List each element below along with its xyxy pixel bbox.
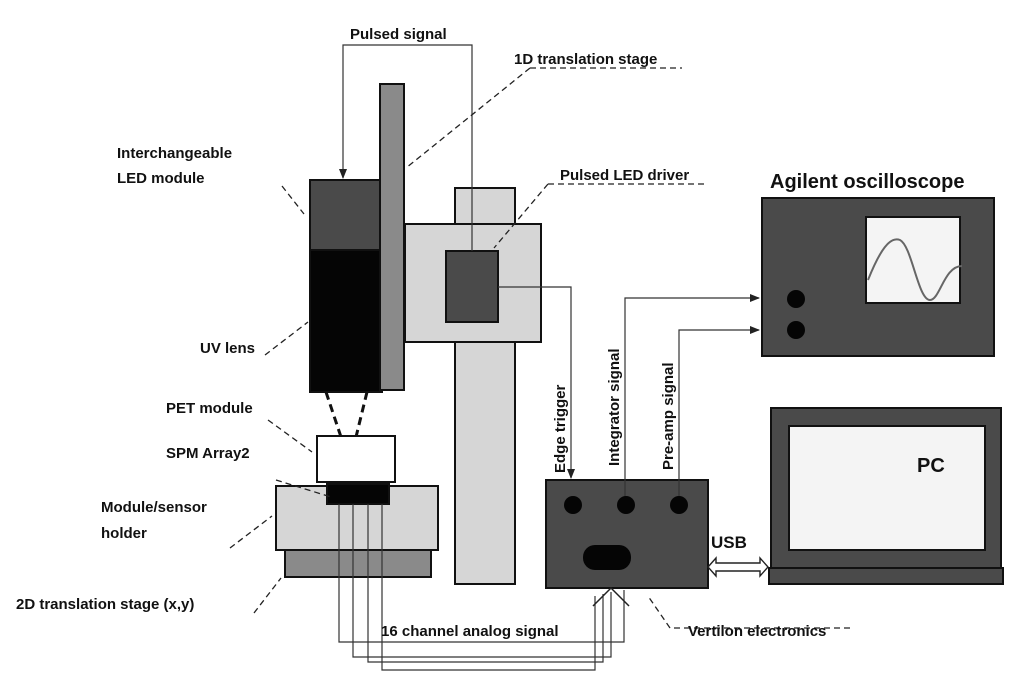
leader-pet-module xyxy=(267,419,313,453)
translation-stage-2d xyxy=(284,549,432,578)
integrator-signal-wire xyxy=(624,294,760,496)
leader-holder xyxy=(229,515,273,549)
pc-screen xyxy=(788,425,986,551)
leader-uv-lens xyxy=(264,321,309,356)
label-vertilon-electronics: Vertilon electronics xyxy=(688,623,826,640)
spm-array xyxy=(326,483,390,505)
analog-signal-wire-mid1 xyxy=(352,504,612,658)
label-pc: PC xyxy=(917,455,945,477)
label-interchangeable: Interchangeable xyxy=(117,145,232,162)
label-integrator-signal: Integrator signal xyxy=(606,348,623,466)
pc-base xyxy=(768,567,1004,585)
leader-1d-stage xyxy=(405,67,682,169)
label-1d-translation-stage: 1D translation stage xyxy=(514,51,657,68)
oscilloscope-knob-top xyxy=(787,290,805,308)
analog-signal-arrowhead xyxy=(592,586,630,607)
leader-vertilon xyxy=(647,595,850,629)
leader-led-module xyxy=(281,185,305,215)
label-edge-trigger: Edge trigger xyxy=(552,384,569,473)
port-integrator xyxy=(617,496,635,514)
pulsed-led-driver-box xyxy=(445,250,499,323)
light-cone xyxy=(324,391,369,438)
preamp-signal-wire xyxy=(678,326,760,496)
oscilloscope-knob-bottom xyxy=(787,321,805,339)
port-preamp xyxy=(670,496,688,514)
analog-signal-wire-outer xyxy=(338,504,625,643)
led-module-upper xyxy=(309,179,383,251)
oscilloscope-waveform xyxy=(867,238,963,302)
label-holder: holder xyxy=(101,525,147,542)
label-agilent-oscilloscope: Agilent oscilloscope xyxy=(770,171,964,193)
label-module-sensor: Module/sensor xyxy=(101,499,207,516)
oscilloscope-screen xyxy=(865,216,961,304)
port-edge-trigger xyxy=(564,496,582,514)
analog-input-port xyxy=(583,545,631,570)
label-spm-array: SPM Array2 xyxy=(166,445,250,462)
label-2d-translation-stage: 2D translation stage (x,y) xyxy=(16,596,194,613)
label-uv-lens: UV lens xyxy=(200,340,255,357)
label-led-module: LED module xyxy=(117,170,205,187)
label-pet-module: PET module xyxy=(166,400,253,417)
leader-pulsed-led-driver xyxy=(493,183,708,249)
uv-lens-block xyxy=(309,249,383,393)
label-16-channel-analog-signal: 16 channel analog signal xyxy=(381,623,559,640)
label-preamp-signal: Pre-amp signal xyxy=(660,362,677,470)
pulsed-signal-wire xyxy=(339,44,473,251)
usb-double-arrow xyxy=(707,556,769,578)
leader-2d-stage xyxy=(253,577,282,614)
analog-signal-wire-inner xyxy=(381,504,596,671)
edge-trigger-wire xyxy=(498,286,575,479)
pet-module-box xyxy=(316,435,396,483)
label-pulsed-led-driver: Pulsed LED driver xyxy=(560,167,689,184)
label-usb: USB xyxy=(711,533,747,552)
translation-stage-bar xyxy=(379,83,405,391)
label-pulsed-signal: Pulsed signal xyxy=(350,26,447,43)
analog-signal-wire-mid2 xyxy=(367,504,604,663)
